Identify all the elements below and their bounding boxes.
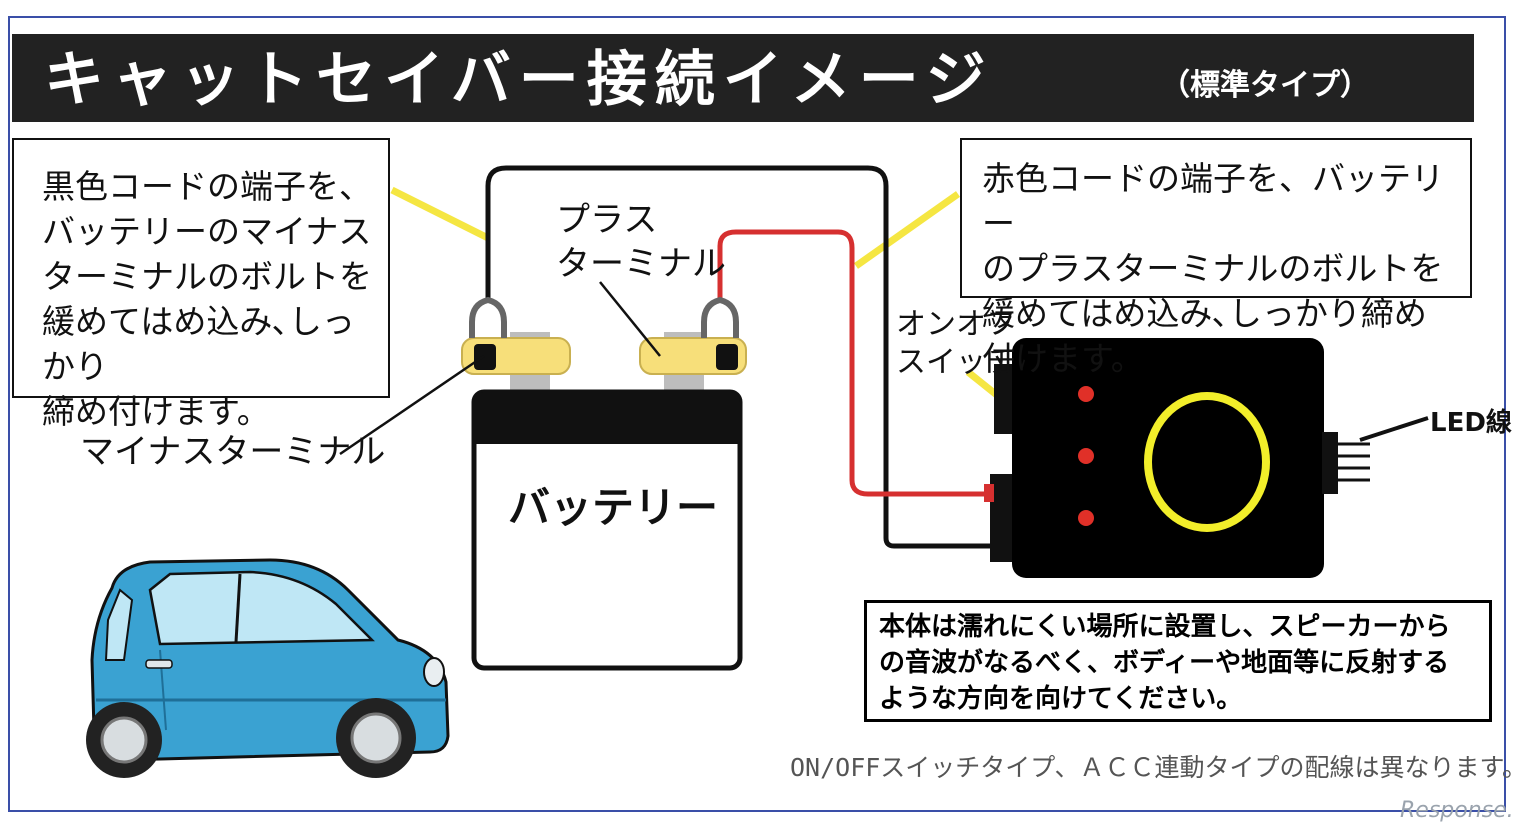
black-cord-note-text: 黒色コードの端子を、 バッテリーのマイナス ターミナルのボルトを 緩めてはめ込み… bbox=[42, 167, 372, 431]
red-connector-pin bbox=[984, 484, 994, 502]
red-cord-note: 赤色コードの端子を、バッテリー のプラスターミナルのボルトを 緩めてはめ込み､し… bbox=[960, 138, 1472, 378]
battery-top bbox=[474, 392, 740, 444]
plus-terminal-pointer bbox=[599, 281, 661, 357]
plus-ring-terminal bbox=[701, 296, 739, 338]
led-wire-label: LED線 bbox=[1430, 408, 1512, 438]
installation-note-text: 本体は濡れにくい場所に設置し、スピーカーから の音波がなるべく、ボディーや地面等… bbox=[879, 612, 1451, 714]
red-cord-note-text: 赤色コードの端子を、バッテリー のプラスターミナルのボルトを 緩めてはめ込み､し… bbox=[982, 159, 1444, 378]
red-note-leader bbox=[853, 191, 961, 269]
led-dot-3 bbox=[1078, 510, 1094, 526]
watermark: Response. bbox=[1400, 798, 1514, 823]
black-wire bbox=[485, 165, 990, 549]
red-wire bbox=[717, 229, 990, 497]
footnote: ON/OFFスイッチタイプ、ＡＣＣ連動タイプの配線は異なります。 bbox=[790, 753, 1524, 782]
led-dot-2 bbox=[1078, 448, 1094, 464]
title-bar bbox=[12, 34, 1474, 122]
led-ring bbox=[1144, 392, 1270, 532]
minus-terminal-label: マイナスターミナル bbox=[80, 432, 386, 472]
led-wire-connector bbox=[1322, 432, 1338, 494]
black-cord-note: 黒色コードの端子を、 バッテリーのマイナス ターミナルのボルトを 緩めてはめ込み… bbox=[12, 138, 390, 431]
page-title: キャットセイバー接続イメージ bbox=[44, 45, 994, 115]
battery-label: バッテリー bbox=[508, 483, 719, 532]
black-note-leader bbox=[390, 186, 490, 242]
minus-terminal-pointer bbox=[339, 354, 485, 456]
led-wire-pointer bbox=[1359, 416, 1429, 442]
installation-note: 本体は濡れにくい場所に設置し、スピーカーから の音波がなるべく、ボディーや地面等… bbox=[864, 600, 1492, 722]
led-dot-1 bbox=[1078, 386, 1094, 402]
onoff-switch-label: オンオフ スイッチ bbox=[896, 307, 1016, 380]
car-illustration bbox=[86, 558, 450, 778]
page-subtitle: （標準タイプ） bbox=[1160, 68, 1370, 103]
minus-ring-terminal bbox=[469, 296, 507, 338]
plus-terminal-label: プラス ターミナル bbox=[556, 200, 726, 284]
outer-frame bbox=[8, 16, 1506, 812]
